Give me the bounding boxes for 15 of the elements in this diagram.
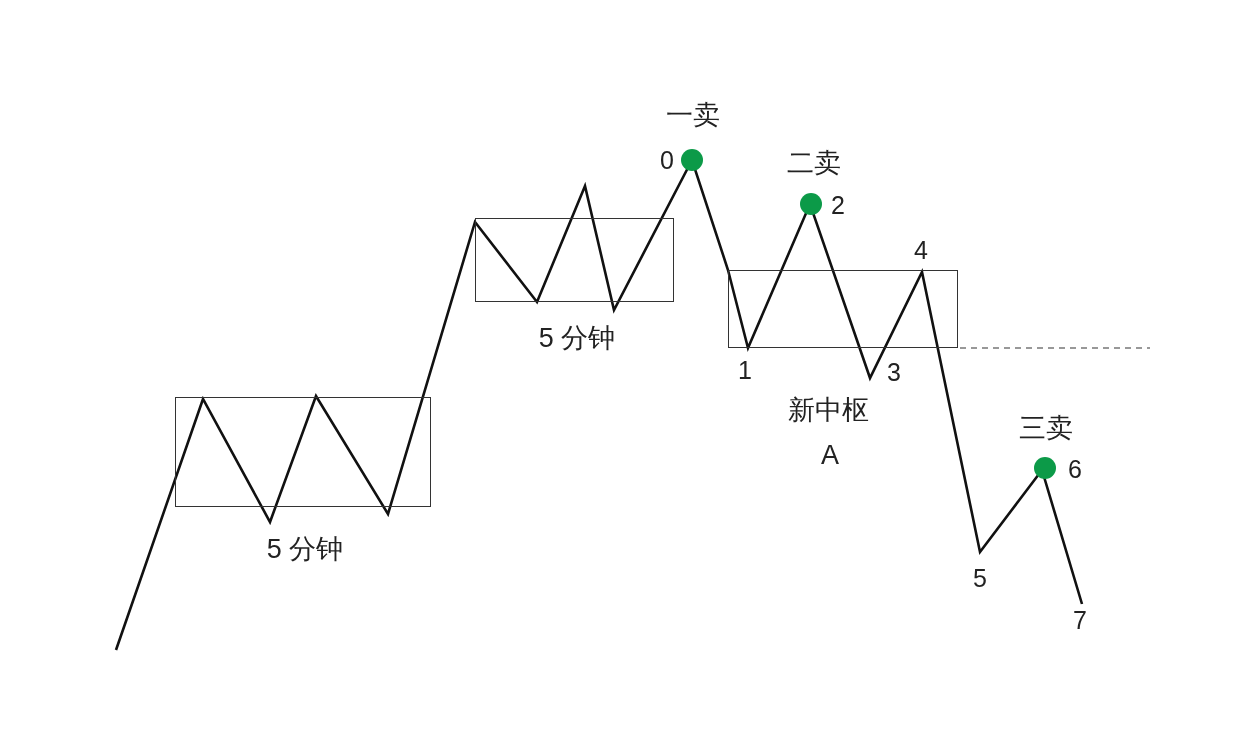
zone-label: 5 分钟: [538, 324, 616, 352]
point-number: 0: [660, 147, 674, 173]
zone-label: A: [821, 441, 839, 469]
point-number: 5: [973, 565, 987, 591]
sell-point-label: 一卖: [666, 101, 720, 129]
point-number: 1: [738, 357, 752, 383]
point-number: 6: [1068, 456, 1082, 482]
zone-label: 5 分钟: [266, 535, 344, 563]
point-number: 4: [914, 237, 928, 263]
point-number: 7: [1073, 607, 1087, 633]
sell-point-label: 三卖: [1019, 414, 1073, 442]
zone-label: 新中枢: [787, 396, 869, 424]
point-number: 3: [887, 359, 901, 385]
point-number: 2: [831, 192, 845, 218]
sell-point-label: 二卖: [787, 149, 841, 177]
